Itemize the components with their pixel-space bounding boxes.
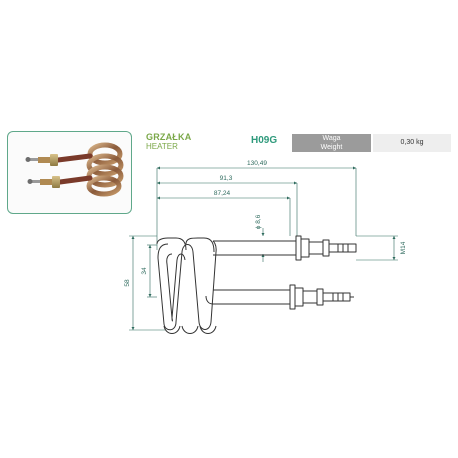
product-photo xyxy=(7,131,132,214)
heater-outline xyxy=(156,235,357,334)
weight-label-en: Weight xyxy=(320,144,343,151)
weight-label-cell: Waga Weight xyxy=(292,134,371,152)
dim-coil-height: 34 xyxy=(141,267,148,275)
product-title-en: HEATER xyxy=(146,142,178,151)
product-code: H09G xyxy=(251,135,278,146)
heater-photo-illustration xyxy=(25,142,124,197)
dim-overall-length: 130,49 xyxy=(247,160,267,167)
dim-tube-diameter: ϕ 8,6 xyxy=(255,214,262,229)
dim-coil-to-nut: 87,24 xyxy=(214,190,231,197)
dimension-lines xyxy=(129,166,398,331)
dim-total-height: 58 xyxy=(124,279,131,287)
dim-flange-length: 91,3 xyxy=(220,175,233,182)
dim-thread: M14 xyxy=(400,241,407,254)
weight-label-pl: Waga xyxy=(322,135,341,142)
weight-value: 0,30 kg xyxy=(373,134,451,152)
product-title-pl: GRZAŁKA xyxy=(146,132,192,142)
